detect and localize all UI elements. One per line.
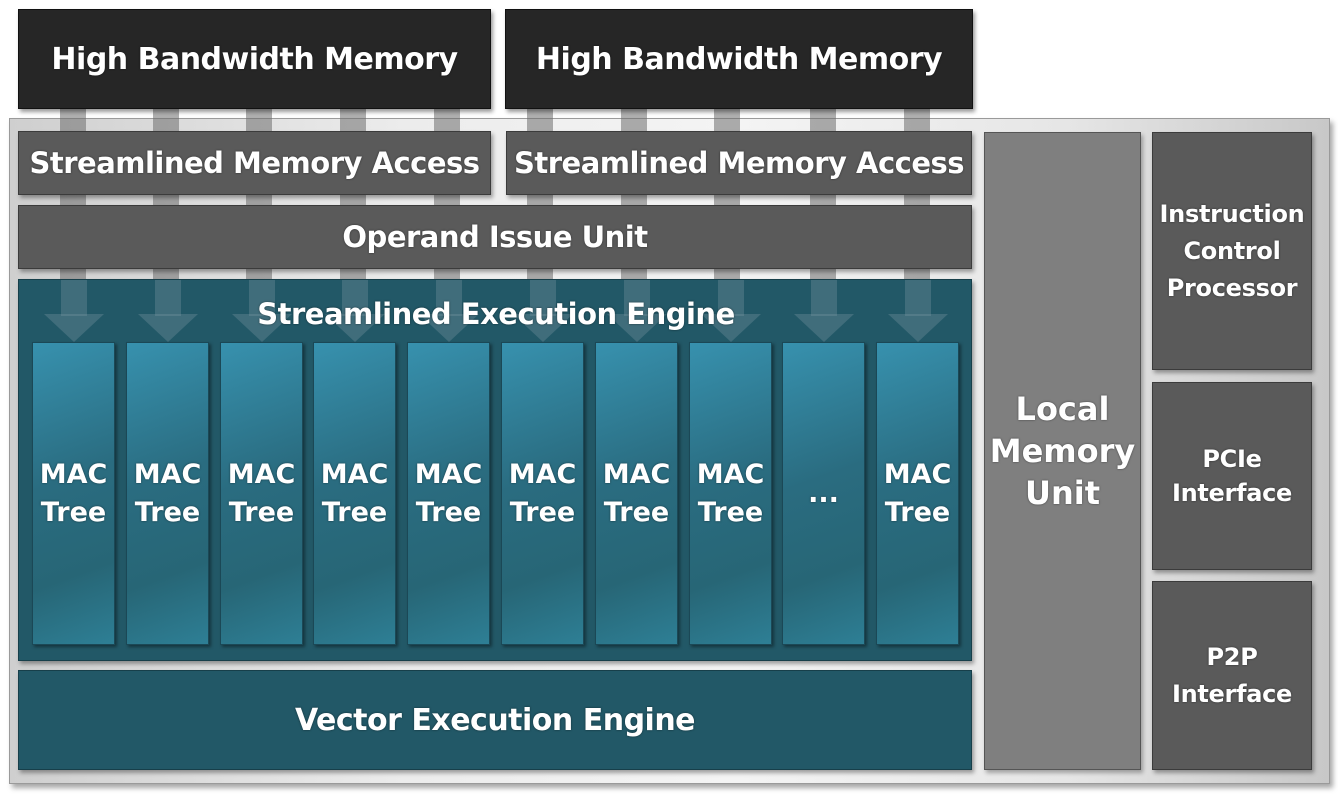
arrow-down-icon <box>154 280 181 316</box>
mac-tree-line-1: ... <box>808 477 839 509</box>
mac-tree-line-1: MAC <box>696 458 765 490</box>
mac-tree: MAC Tree <box>501 342 584 645</box>
mac-tree-line-1: MAC <box>227 458 296 490</box>
hbm-label: High Bandwidth Memory <box>535 41 943 77</box>
arrow-down-icon <box>717 280 744 316</box>
mac-tree-line-1: MAC <box>602 458 671 490</box>
memory-access-label: Streamlined Memory Access <box>29 146 480 180</box>
mac-tree-line-2: Tree <box>415 496 482 528</box>
local-memory-line-1: Local <box>1015 390 1110 428</box>
arrow-head-icon <box>887 314 948 342</box>
mac-tree: MAC Tree <box>313 342 396 645</box>
memory-access-block-2: Streamlined Memory Access <box>506 131 972 195</box>
mac-tree-line-2: Tree <box>134 496 201 528</box>
arrow-down-icon <box>810 280 837 316</box>
vector-engine-label: Vector Execution Engine <box>294 702 696 738</box>
arrow-head-icon <box>512 314 573 342</box>
arrow-head-icon <box>231 314 292 342</box>
mac-tree-line-2: Tree <box>509 496 576 528</box>
mac-tree: MAC Tree <box>407 342 490 645</box>
hbm-label: High Bandwidth Memory <box>51 41 458 77</box>
arrow-head-icon <box>793 314 854 342</box>
mac-tree-line-1: MAC <box>414 458 483 490</box>
operand-issue-label: Operand Issue Unit <box>342 220 648 254</box>
arrow-head-icon <box>137 314 198 342</box>
instruction-control-processor: Instruction Control Processor <box>1152 132 1312 370</box>
mac-tree-line-2: Tree <box>321 496 388 528</box>
hbm-block-2: High Bandwidth Memory <box>505 9 973 109</box>
arrow-down-icon <box>60 280 87 316</box>
mac-tree-line-1: MAC <box>508 458 577 490</box>
mac-tree-line-2: Tree <box>697 496 764 528</box>
p2p-interface: P2P Interface <box>1152 581 1312 770</box>
mac-tree-line-2: Tree <box>884 496 951 528</box>
mac-tree-line-2: Tree <box>228 496 295 528</box>
arrow-head-icon <box>43 314 104 342</box>
arrow-down-icon <box>248 280 275 316</box>
hbm-block-1: High Bandwidth Memory <box>18 9 491 109</box>
mac-tree-ellipsis: ... <box>782 342 865 645</box>
mac-tree-line-1: MAC <box>883 458 952 490</box>
streamlined-execution-engine: Streamlined Execution Engine MAC Tree MAC T… <box>18 279 972 661</box>
arrow-down-icon <box>904 280 931 316</box>
local-memory-unit: Local Memory Unit <box>984 132 1141 770</box>
mac-tree: MAC Tree <box>595 342 678 645</box>
arrow-down-icon <box>341 280 368 316</box>
memory-access-block-1: Streamlined Memory Access <box>18 131 491 195</box>
side-label-line: Interface <box>1171 679 1293 708</box>
side-label-line: Control <box>1183 236 1281 265</box>
execution-engine-title: Streamlined Execution Engine <box>257 297 735 331</box>
vector-execution-engine: Vector Execution Engine <box>18 670 972 770</box>
mac-tree-line-2: Tree <box>603 496 670 528</box>
mac-tree-line-2: Tree <box>40 496 107 528</box>
local-memory-line-3: Unit <box>1024 474 1101 512</box>
mac-tree-line-1: MAC <box>39 458 108 490</box>
arrow-head-icon <box>606 314 667 342</box>
arrow-down-icon <box>435 280 462 316</box>
arrow-down-icon <box>623 280 650 316</box>
mac-tree-line-1: MAC <box>133 458 202 490</box>
pcie-interface: PCIe Interface <box>1152 382 1312 570</box>
side-label-line: Interface <box>1171 479 1293 507</box>
arrow-head-icon <box>700 314 761 342</box>
mac-tree: MAC Tree <box>126 342 209 645</box>
arrow-down-icon <box>529 280 556 316</box>
arrow-head-icon <box>324 314 385 342</box>
memory-access-label: Streamlined Memory Access <box>513 146 965 180</box>
mac-tree: MAC Tree <box>32 342 115 645</box>
mac-tree-line-1: MAC <box>320 458 389 490</box>
operand-issue-unit: Operand Issue Unit <box>18 205 972 269</box>
arrow-head-icon <box>418 314 479 342</box>
side-label-line: P2P <box>1206 642 1258 671</box>
mac-tree: MAC Tree <box>220 342 303 645</box>
side-label-line: PCIe <box>1202 445 1262 473</box>
side-label-line: Processor <box>1166 273 1298 302</box>
mac-tree: MAC Tree <box>689 342 772 645</box>
local-memory-line-2: Memory <box>989 432 1136 470</box>
mac-tree: MAC Tree <box>876 342 959 645</box>
side-label-line: Instruction <box>1159 199 1305 228</box>
